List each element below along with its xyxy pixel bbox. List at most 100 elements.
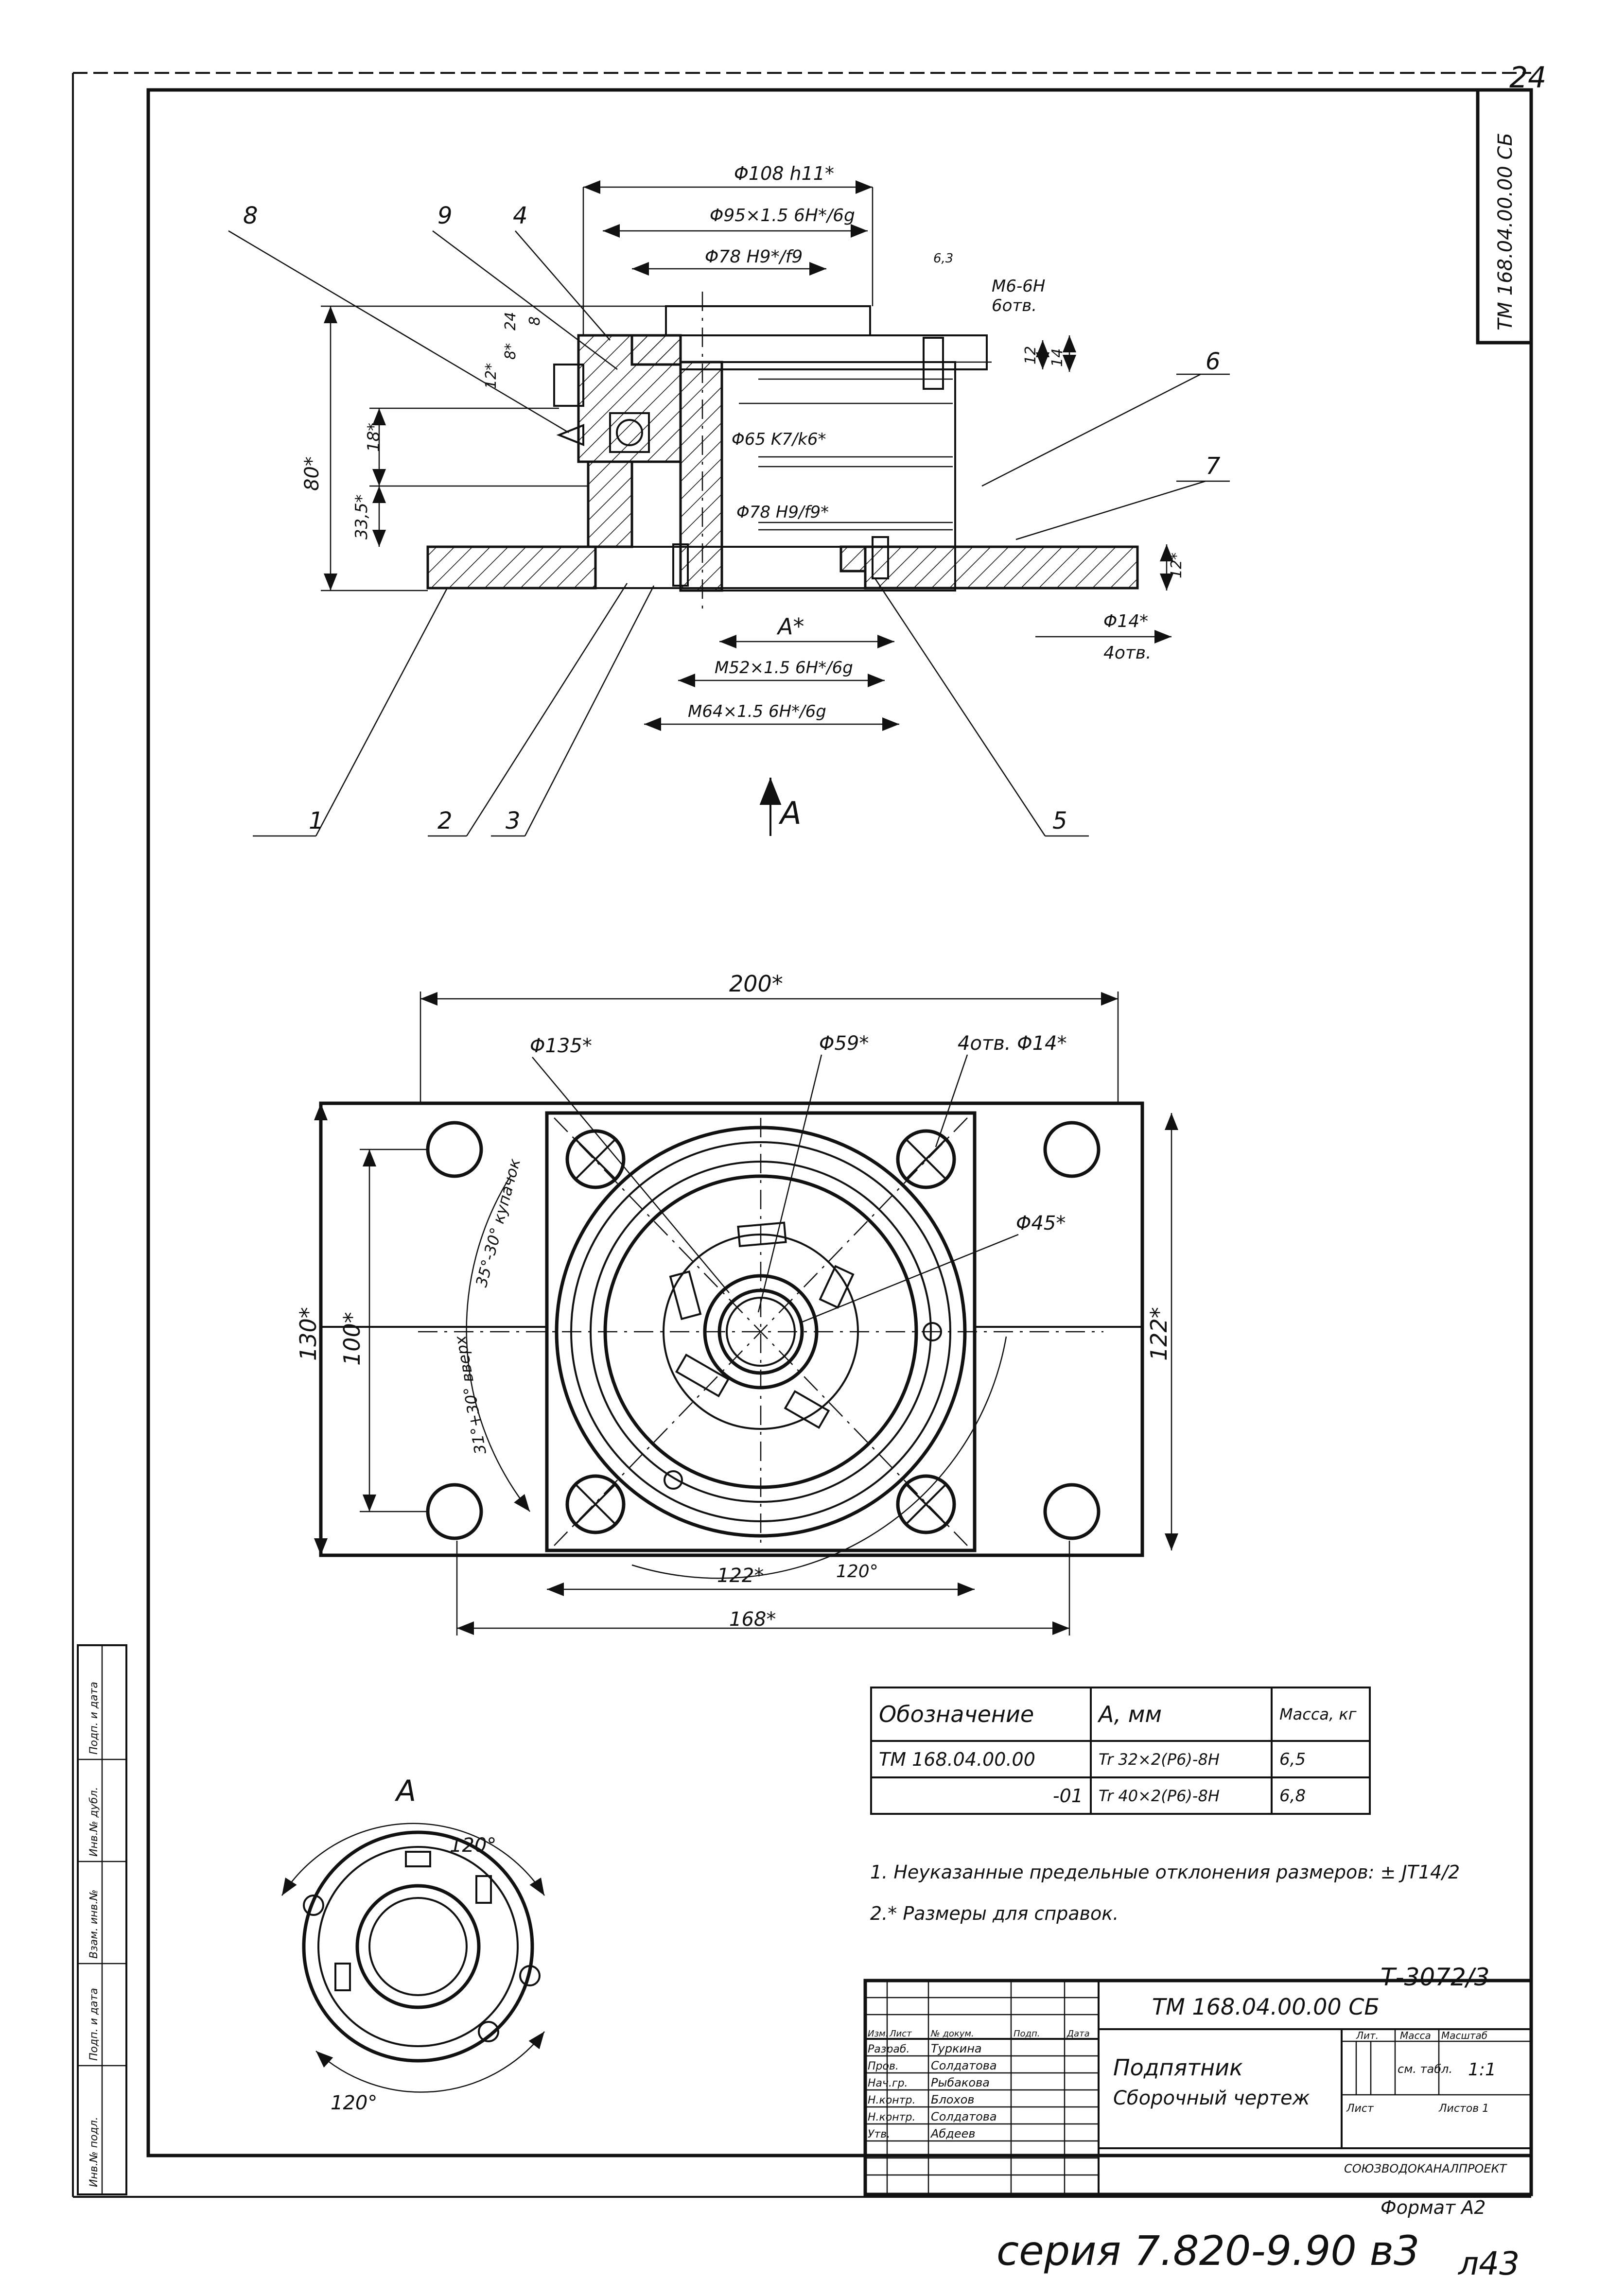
dim-h8: 8* <box>502 343 519 360</box>
leader-4: 4 <box>513 202 528 229</box>
top-ring <box>665 305 871 336</box>
view-a <box>281 1823 545 2093</box>
mount-holes <box>426 1121 1101 1540</box>
dim-d45: Φ45* <box>1016 1212 1066 1235</box>
tb-sheet: Лист <box>1346 2103 1374 2115</box>
view-a-angle-top: 120° <box>450 1834 496 1857</box>
tb-col-date: Дата <box>1066 2029 1090 2039</box>
svg-text:A: A <box>778 796 802 832</box>
dim-d108: Φ108 h11* <box>734 163 834 184</box>
left-strip <box>77 1644 127 2195</box>
tb-name-1: Подпятник <box>1113 2054 1243 2081</box>
tb-name-3: Блохов <box>931 2093 975 2106</box>
tb-name-2: Сборочный чертеж <box>1113 2087 1310 2109</box>
leader-3: 3 <box>506 807 521 835</box>
page-number: 24 <box>1509 61 1546 95</box>
dim-a120: 120° <box>836 1562 878 1582</box>
spec-row-2-designation: -01 <box>870 1776 1092 1815</box>
spec-header-a: А, мм <box>1090 1687 1273 1742</box>
leaders <box>228 230 1230 837</box>
dim-h18: 18* <box>364 423 384 452</box>
tb-role-5: Утв. <box>868 2128 890 2140</box>
view-a-angle-bottom: 120° <box>331 2092 377 2114</box>
dim-d65: Φ65 K7/k6* <box>732 430 826 449</box>
dim-h14r: 14 <box>1049 348 1066 367</box>
strip-label-2: Подп. и дата <box>88 1988 100 2061</box>
plan-view <box>319 1101 1144 1557</box>
dim-h12r: 12 <box>1022 346 1039 365</box>
tb-lit: Лит. <box>1356 2030 1379 2041</box>
title-block <box>863 1979 1533 2196</box>
spec-row-1-mass: 6,5 <box>1271 1740 1371 1778</box>
tb-scale-label: Масштаб <box>1441 2030 1487 2041</box>
dim-h8b: 8 <box>526 316 543 326</box>
leader-8: 8 <box>243 202 258 229</box>
grease-nipple <box>556 424 584 446</box>
section-dim-text: Φ108 h11* Φ95×1.5 6H*/6g Φ78 H9*/f9 M6-6… <box>301 163 1185 721</box>
leader-6: 6 <box>1206 348 1221 375</box>
dim-d135: Φ135* <box>530 1035 592 1057</box>
tb-scale-value: 1:1 <box>1468 2060 1496 2080</box>
tb-org: СОЮЗВОДОКАНАЛПРОЕКТ <box>1344 2162 1508 2175</box>
spec-row-2-mass: 6,8 <box>1271 1776 1371 1815</box>
leader-1: 1 <box>309 807 324 835</box>
plan-dimensions <box>314 991 1178 1635</box>
dim-h33: 33,5* <box>352 494 371 539</box>
dim-m64: M64×1.5 6H*/6g <box>688 702 826 721</box>
tb-sheets: Листов 1 <box>1438 2103 1489 2115</box>
series-line: серия 7.820-9.90 в3 <box>996 2227 1419 2275</box>
dim-h80: 80* <box>301 456 323 491</box>
dim-d14: Φ14* <box>1103 611 1148 631</box>
dim-arc-upper: 35°-30° купачок <box>472 1156 524 1289</box>
dim-h12b: 12* <box>1168 553 1185 578</box>
tb-name-4: Солдатова <box>931 2110 997 2123</box>
tb-role-0: Разраб. <box>868 2043 909 2055</box>
note-2: 2.* Размеры для справок. <box>870 1903 1119 1924</box>
dim-d59: Φ59* <box>819 1032 869 1055</box>
copy-number: Т-3072/3 <box>1381 1963 1490 1991</box>
bearing <box>609 412 650 453</box>
tb-role-1: Пров. <box>868 2060 899 2072</box>
spec-header-mass: Масса, кг <box>1271 1687 1371 1742</box>
dim-h12: 12* <box>483 363 500 389</box>
strip-label-5: Подп. и дата <box>88 1682 100 1755</box>
housing-holes <box>565 1129 956 1534</box>
tb-col-izm: Изм. <box>868 2029 888 2039</box>
strip-label-4: Инв.№ дубл. <box>88 1787 100 1857</box>
note-1: 1. Неуказанные предельные отклонения раз… <box>870 1861 1460 1883</box>
dim-m6-holes: 6отв. <box>992 296 1037 315</box>
spec-row-2-a: Tr 40×2(P6)-8H <box>1090 1776 1273 1815</box>
spec-header-designation: Обозначение <box>870 1687 1092 1742</box>
tb-name-5: Абдеев <box>930 2127 976 2140</box>
tb-col-doc: № докум. <box>930 2029 974 2039</box>
dim-w122: 122* <box>717 1565 764 1587</box>
tb-col-sign: Подп. <box>1014 2029 1040 2039</box>
dim-d95: Φ95×1.5 6H*/6g <box>710 206 855 226</box>
dim-h24: 24 <box>502 312 519 330</box>
tb-name-2b: Рыбакова <box>931 2076 990 2089</box>
sheet-format: Формат А2 <box>1381 2197 1486 2218</box>
base-flange-right <box>864 545 1139 590</box>
dim-m52: M52×1.5 6H*/6g <box>715 658 853 678</box>
tb-col-list: Лист <box>889 2029 912 2039</box>
dim-m6: M6-6H <box>992 277 1045 296</box>
leader-5: 5 <box>1052 807 1067 835</box>
tb-name-0: Туркина <box>931 2042 982 2055</box>
dim-w200: 200* <box>729 971 783 997</box>
dim-h122r: 122* <box>1146 1307 1172 1361</box>
housing-wall <box>587 460 633 548</box>
dim-d78-mid: Φ78 H9/f9* <box>736 503 829 522</box>
dim-d14-holes: 4отв. <box>1103 643 1152 663</box>
tb-role-3: Н.контр. <box>868 2094 915 2106</box>
strip-label-1: Инв.№ подл. <box>88 2117 100 2187</box>
title-block-text: ТМ 168.04.00.00 СБ Подпятник Сборочный ч… <box>868 1994 1508 2175</box>
section-dimensions <box>321 180 1173 731</box>
dim-d78-top: Φ78 H9*/f9 <box>705 247 803 267</box>
section-view <box>426 292 1139 612</box>
leader-2: 2 <box>437 807 453 835</box>
spec-row-1-a: Tr 32×2(P6)-8H <box>1090 1740 1273 1778</box>
tb-designation: ТМ 168.04.00.00 СБ <box>1152 1994 1380 2020</box>
dim-4holes: 4отв. Φ14* <box>958 1032 1067 1055</box>
dim-roughness: 6,3 <box>933 251 953 266</box>
